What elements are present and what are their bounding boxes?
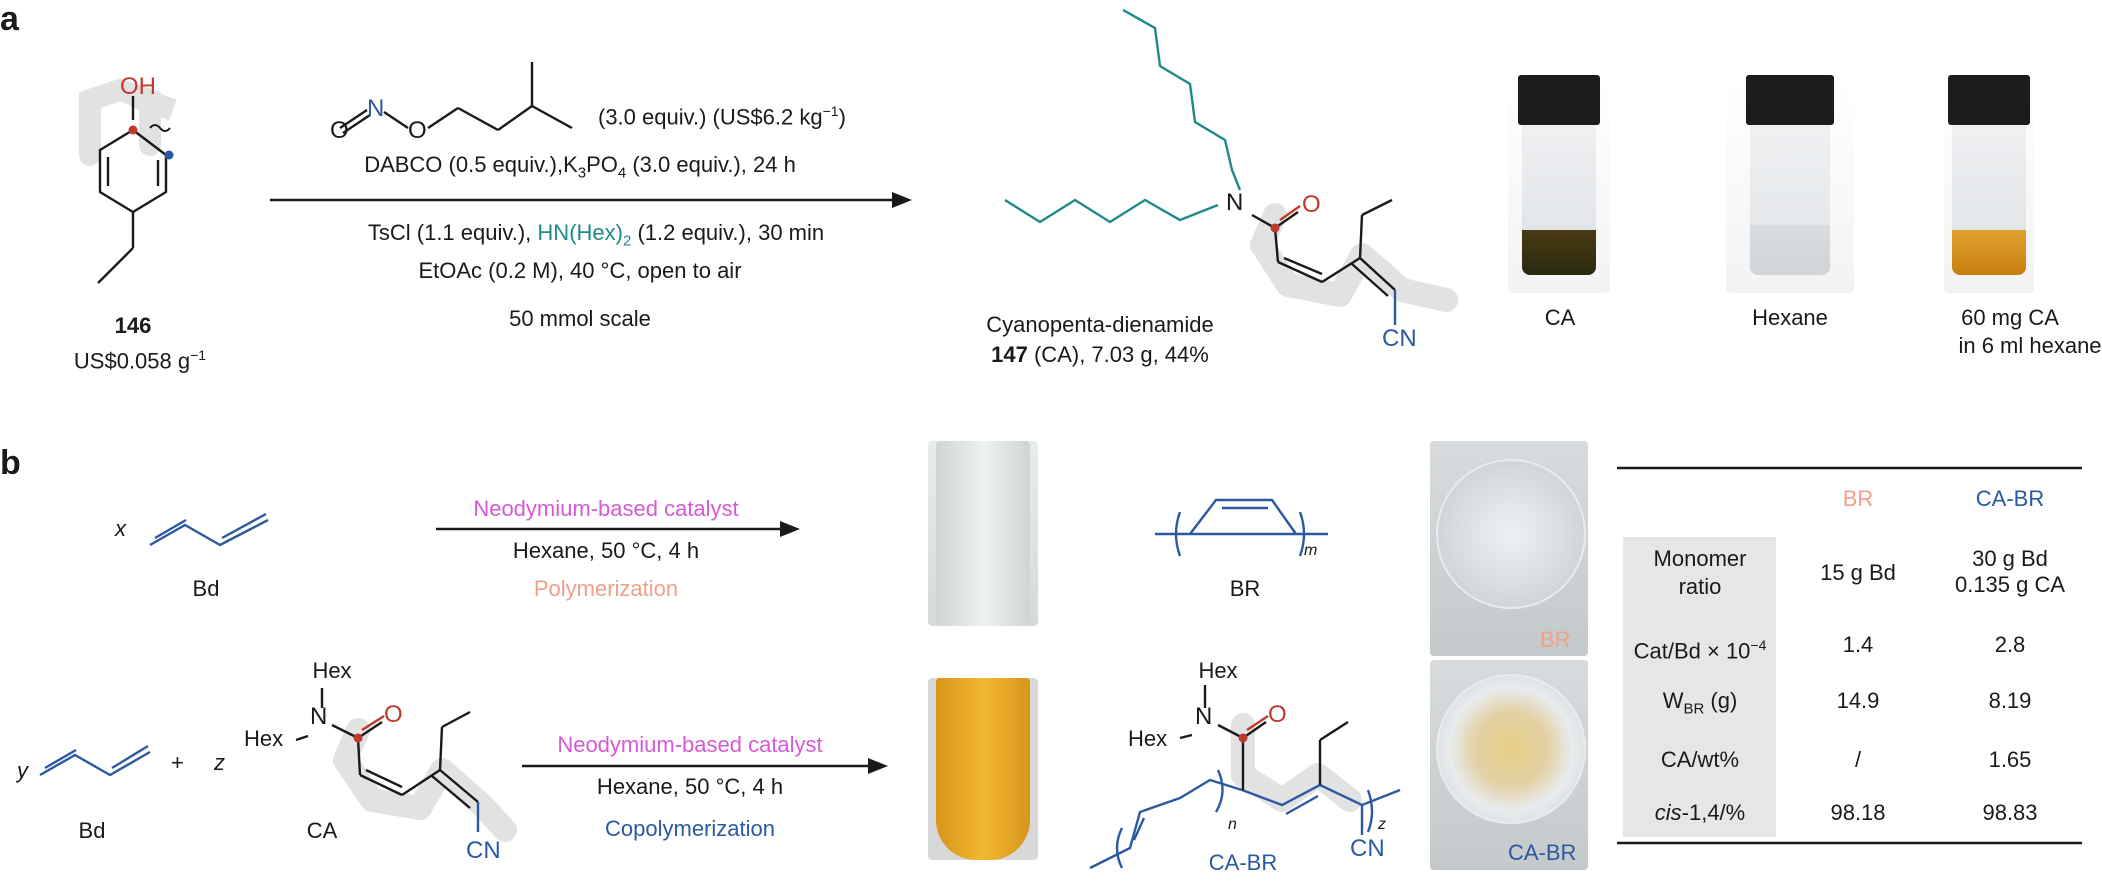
butadiene-1 [149,512,269,547]
product-cn-label: CN [1382,325,1417,352]
cabr-hex-top: Hex [1198,658,1238,683]
condition-line-1: DABCO (0.5 equiv.),K3PO4 (3.0 equiv.), 2… [364,152,796,182]
ca-label: CA [306,818,338,843]
cabr-cn-label: CN [1350,835,1385,862]
row-monomer-cabr-l2: 0.135 g CA [1954,572,2066,597]
panel-label-b: b [0,444,21,482]
sm-price: US$0.058 g−1 [73,347,207,374]
copolymerization-vial-photo [928,678,1038,860]
condition-line-3: EtOAc (0.2 M), 40 °C, open to air [418,258,742,283]
row-wbr-label: WBR (g) [1662,688,1738,718]
isoamyl-nitrite-structure [339,62,573,134]
ca-hex-left: Hex [244,726,284,751]
condition-line-4: 50 mmol scale [509,306,651,331]
ca-br-copolymer [1089,685,1401,870]
row-cawt-cabr: 1.65 [1988,747,2032,772]
sm-oh-label: OH [120,73,156,100]
br-label: BR [1229,576,1261,601]
br-sample-photo: BR [1430,441,1588,656]
cabr-n-label: N [1195,703,1213,730]
copolymerization-label: Copolymerization [605,816,775,841]
row-monomer-br: 15 g Bd [1820,560,1896,585]
catalyst-label-2: Neodymium-based catalyst [557,732,823,757]
nitrite-o2-label: O [408,117,427,144]
vial-ca-photo [1508,75,1610,293]
product-yield: 147 (CA), 7.03 g, 44% [991,342,1209,367]
row-wbr-cabr: 8.19 [1988,688,2032,713]
ca-monomer [295,688,517,842]
ca-cn-label: CN [466,837,501,864]
polymerization-vial-photo [928,441,1038,626]
row-catbd-cabr: 2.8 [1994,632,2026,657]
row-monomer-label-l1: Monomer [1653,546,1747,571]
butadiene-2 [39,744,151,777]
table-label-column-bg [1623,537,1776,837]
nitrite-equiv: (3.0 equiv.) (US$6.2 kg−1) [598,103,846,130]
row-cawt-br: / [1854,747,1862,772]
cabr-o-label: O [1268,701,1287,728]
br-repeat-m: m [1304,542,1318,559]
condition-b1: Hexane, 50 °C, 4 h [512,538,700,563]
row-catbd-br: 1.4 [1842,632,1874,657]
condition-b2: Hexane, 50 °C, 4 h [596,774,784,799]
row-cis-label: cis-1,4/% [1654,800,1746,825]
nitrite-n-label: N [367,95,385,122]
coef-x: x [115,516,126,541]
cabr-hex-left: Hex [1128,726,1168,751]
cabr-label: CA-BR [1208,850,1278,875]
vial-solution-photo [1944,75,2034,293]
table-header-cabr: CA-BR [1975,486,2045,511]
bd-label-2: Bd [78,818,106,843]
vial-ca-caption: CA [1544,305,1576,330]
product-n-label: N [1226,189,1244,216]
product-147-structure [1004,8,1458,325]
ca-o-label: O [384,701,403,728]
arrow-head-a [892,192,912,208]
br-photo-label: BR [1540,627,1571,652]
br-polymer [1155,498,1328,557]
vial-hexane-photo [1726,75,1854,293]
cabr-sample-photo: CA-BR [1430,660,1588,870]
sm-146-structure [79,78,177,284]
nitrite-o1-label: O [330,117,349,144]
ca-hex-top: Hex [312,658,352,683]
table-header-br: BR [1842,486,1874,511]
row-wbr-br: 14.9 [1836,688,1880,713]
sm-compound-number: 146 [114,313,152,338]
catalyst-label-1: Neodymium-based catalyst [473,496,739,521]
condition-line-2: TsCl (1.1 equiv.), HN(Hex)2 (1.2 equiv.)… [367,220,825,250]
ca-n-label: N [310,703,328,730]
vial-solution-caption-l2: in 6 ml hexane [1958,333,2102,358]
cabr-repeat-n: n [1228,816,1237,833]
plus-sign: + [171,750,184,775]
polymerization-label: Polymerization [533,576,679,601]
row-catbd-label: Cat/Bd × 10−4 [1633,637,1767,664]
row-cawt-label: CA/wt% [1660,747,1740,772]
product-o-label: O [1302,191,1321,218]
row-cis-cabr: 98.83 [1982,800,2038,825]
bd-label-1: Bd [192,576,220,601]
row-monomer-label-l2: ratio [1678,574,1722,599]
vial-hexane-caption: Hexane [1752,305,1828,330]
vial-solution-caption-l1: 60 mg CA [1961,305,2059,330]
cabr-photo-label: CA-BR [1508,840,1577,865]
coef-y: y [17,758,28,783]
cabr-repeat-z: z [1378,816,1386,833]
row-monomer-cabr-l1: 30 g Bd [1972,546,2048,571]
product-name: Cyanopenta-dienamide [986,312,1214,337]
coef-z: z [214,750,225,775]
row-cis-br: 98.18 [1830,800,1886,825]
panel-label-a: a [0,0,19,38]
